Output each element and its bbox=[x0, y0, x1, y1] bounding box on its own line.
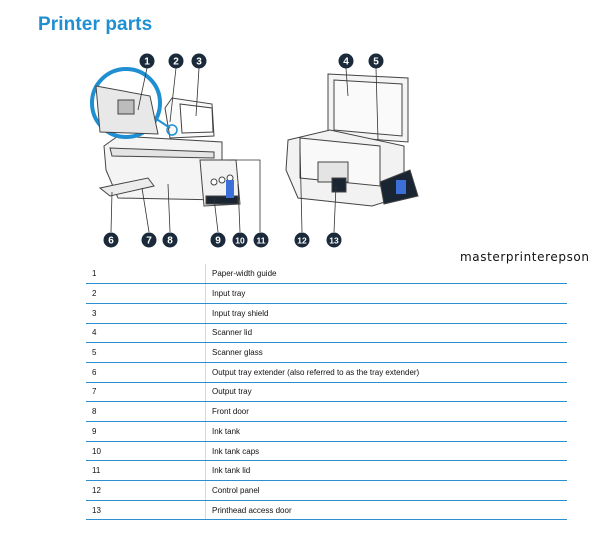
callout-7: 7 bbox=[141, 232, 157, 248]
callout-2: 2 bbox=[168, 53, 184, 69]
part-name: Scanner glass bbox=[205, 342, 567, 363]
callout-6: 6 bbox=[103, 232, 119, 248]
part-number: 7 bbox=[86, 382, 206, 403]
callout-1: 1 bbox=[139, 53, 155, 69]
callout-10: 10 bbox=[232, 232, 248, 248]
printer-front-view bbox=[98, 97, 241, 207]
part-name: Output tray extender (also referred to a… bbox=[205, 362, 567, 383]
callout-8: 8 bbox=[162, 232, 178, 248]
page-title: Printer parts bbox=[38, 14, 153, 35]
callout-12: 12 bbox=[294, 232, 310, 248]
svg-text:2: 2 bbox=[173, 57, 179, 68]
svg-text:7: 7 bbox=[146, 236, 152, 247]
svg-text:1: 1 bbox=[144, 57, 150, 68]
part-number: 12 bbox=[86, 480, 206, 501]
svg-text:9: 9 bbox=[215, 236, 221, 247]
printer-open-view bbox=[285, 73, 419, 207]
svg-text:10: 10 bbox=[235, 236, 245, 246]
callout-badges: 1 2 3 4 5 6 7 8 9 10 11 12 13 bbox=[103, 53, 384, 248]
svg-text:13: 13 bbox=[329, 236, 339, 246]
svg-text:3: 3 bbox=[196, 57, 202, 68]
leader-lines bbox=[110, 67, 379, 233]
part-number: 4 bbox=[86, 323, 206, 344]
part-name: Ink tank lid bbox=[205, 460, 567, 482]
part-number: 6 bbox=[86, 362, 206, 383]
svg-text:8: 8 bbox=[167, 236, 173, 247]
part-name: Input tray shield bbox=[205, 303, 567, 324]
part-name: Front door bbox=[205, 401, 567, 422]
part-name: Scanner lid bbox=[205, 323, 567, 344]
watermark-text: masterprinterepson bbox=[460, 250, 590, 264]
part-number: 11 bbox=[86, 460, 206, 482]
part-number: 10 bbox=[86, 441, 206, 462]
part-number: 2 bbox=[86, 283, 206, 304]
svg-text:6: 6 bbox=[108, 236, 114, 247]
part-name: Printhead access door bbox=[205, 500, 567, 521]
callout-9: 9 bbox=[210, 232, 226, 248]
part-number: 9 bbox=[86, 421, 206, 442]
printer-parts-diagram: 1 2 3 4 5 6 7 8 9 10 11 12 13 bbox=[90, 53, 419, 248]
part-name: Input tray bbox=[205, 283, 567, 304]
svg-text:5: 5 bbox=[373, 57, 379, 68]
part-name: Paper-width guide bbox=[205, 264, 567, 285]
part-number: 8 bbox=[86, 401, 206, 422]
part-number: 5 bbox=[86, 342, 206, 363]
part-number: 3 bbox=[86, 303, 206, 324]
callout-11: 11 bbox=[253, 232, 269, 248]
callout-5: 5 bbox=[368, 53, 384, 69]
part-name: Ink tank bbox=[205, 421, 567, 442]
svg-text:11: 11 bbox=[257, 236, 266, 246]
part-number: 13 bbox=[86, 500, 206, 521]
callout-3: 3 bbox=[191, 53, 207, 69]
part-number: 1 bbox=[86, 264, 206, 285]
part-name: Output tray bbox=[205, 382, 567, 403]
svg-text:4: 4 bbox=[343, 57, 349, 68]
callout-13: 13 bbox=[326, 232, 342, 248]
part-name: Control panel bbox=[205, 480, 567, 501]
callout-4: 4 bbox=[338, 53, 354, 69]
svg-text:12: 12 bbox=[297, 236, 307, 246]
part-name: Ink tank caps bbox=[205, 441, 567, 462]
